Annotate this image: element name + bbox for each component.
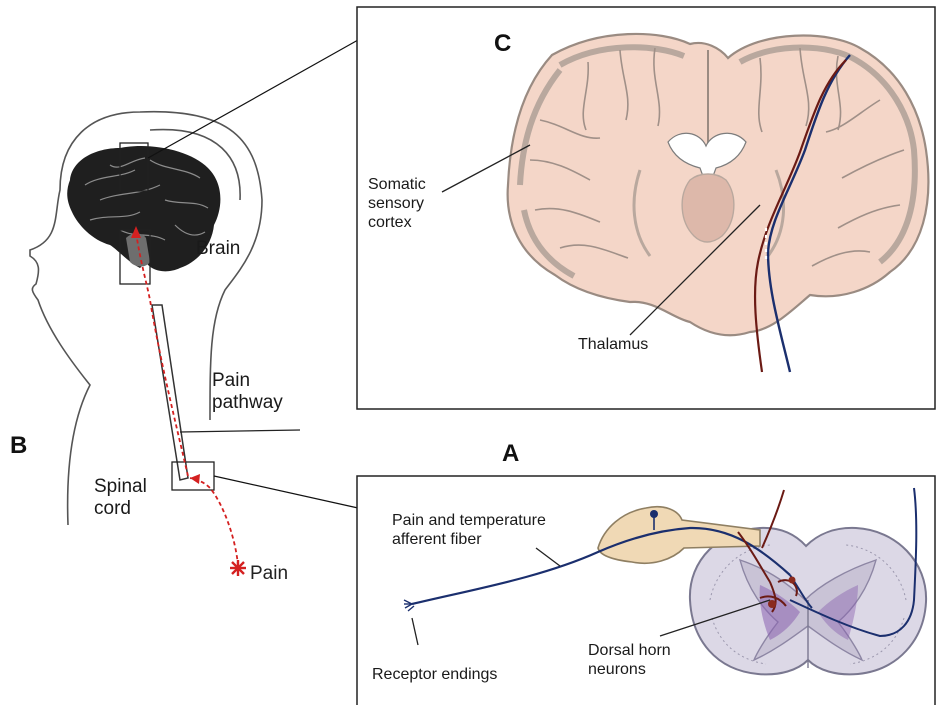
- dorsal-horn-label-line1: Dorsal horn: [588, 642, 671, 661]
- afferent-fiber-label-line2: afferent fiber: [392, 531, 546, 550]
- panel-letter-B: B: [10, 432, 27, 460]
- pain-label: Pain: [250, 563, 288, 585]
- connector-cortex-to-C: [148, 40, 358, 158]
- brain-label: Brain: [196, 238, 240, 260]
- cortex-label-line3: cortex: [368, 214, 426, 233]
- panel-letter-C: C: [494, 30, 511, 58]
- panel-letter-A: A: [502, 440, 519, 468]
- thalamic-nuclei: [682, 174, 734, 242]
- pain-star-icon: [230, 560, 246, 576]
- cortex-label-line1: Somatic: [368, 176, 426, 195]
- pain-route-peripheral: [190, 478, 238, 566]
- receptor-endings-label: Receptor endings: [372, 666, 497, 685]
- dorsal-horn-label: Dorsal horn neurons: [588, 642, 671, 680]
- afferent-fiber-label: Pain and temperature afferent fiber: [392, 512, 546, 550]
- connector-cord-to-A: [214, 476, 358, 508]
- dorsal-neuron-soma-1: [768, 600, 776, 608]
- spinal-cord-label-line2: cord: [94, 498, 147, 520]
- spinal-cord-label-line1: Spinal: [94, 476, 147, 498]
- afferent-fiber-label-line1: Pain and temperature: [392, 512, 546, 531]
- pathway-label-line2: pathway: [212, 392, 283, 414]
- cortex-label: Somatic sensory cortex: [368, 176, 426, 233]
- pain-arrow-into-cord: [190, 474, 200, 484]
- pathway-label: Pain pathway: [212, 370, 283, 415]
- dorsal-horn-label-line2: neurons: [588, 661, 671, 680]
- dorsal-neuron-soma-2: [789, 577, 796, 584]
- pathway-label-line1: Pain: [212, 370, 283, 392]
- thalamus-label: Thalamus: [578, 336, 648, 355]
- pathway-pointer: [180, 430, 300, 432]
- cortex-label-line2: sensory: [368, 195, 426, 214]
- spinal-cord-label: Spinal cord: [94, 476, 147, 521]
- spinal-cross-section: [690, 528, 926, 674]
